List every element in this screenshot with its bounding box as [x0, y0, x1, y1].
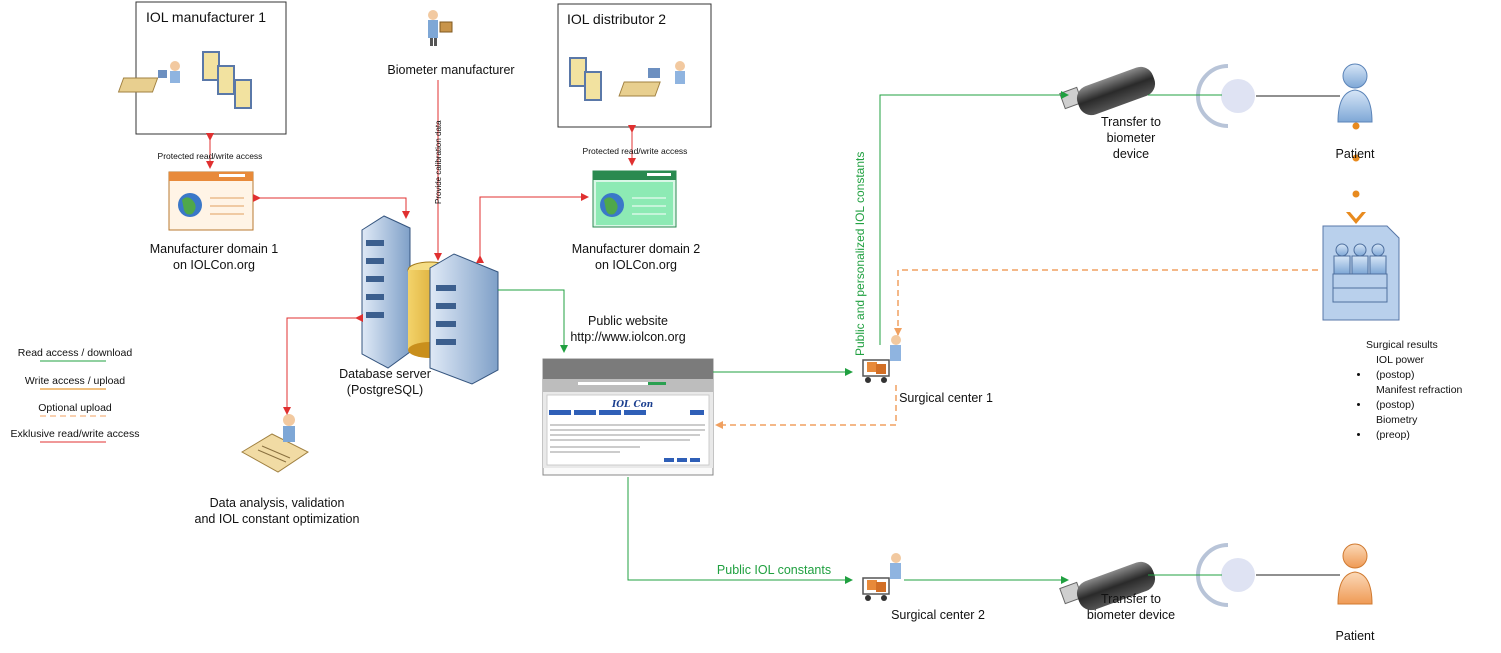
website-brand: IOL Con	[611, 400, 653, 410]
office-worker-icon	[618, 61, 685, 97]
legend-exclusive-label: Exklusive read/write access	[10, 428, 140, 440]
data-analysis-label: Data analysis, validation and IOL consta…	[194, 496, 360, 526]
biometer-manufacturer-icon	[428, 10, 453, 46]
iol-manufacturer-1-title: IOL manufacturer 1	[146, 9, 267, 25]
surgical-results-list: Surgical results IOL power(postop) Manif…	[1356, 338, 1496, 443]
manufacturer-domain-2-webpage-icon	[592, 170, 677, 228]
office-worker-icon	[117, 61, 180, 93]
public-website-screenshot: IOL Con	[542, 358, 714, 476]
data-analyst-icon	[241, 414, 309, 473]
patient-1-label: Patient	[1335, 147, 1375, 161]
patient-2-icon	[1337, 543, 1373, 605]
iol-package-stack-icon	[202, 51, 252, 109]
biometer-device-icon	[1196, 64, 1255, 128]
surgical-results-title: Surgical results	[1366, 339, 1438, 351]
edge-website-surgical2	[627, 477, 853, 584]
usb-stick-icon	[1059, 66, 1156, 116]
edge-database-domain2	[476, 193, 589, 263]
surgical-center-2-label: Surgical center 2	[891, 608, 985, 622]
edge-database-analysis	[283, 314, 363, 415]
edge-database-website	[498, 289, 568, 353]
protected-access-label-2: Protected read/write access	[582, 146, 688, 156]
public-personalized-label: Public and personalized IOL constants	[853, 152, 867, 356]
patient-to-results-dots	[1346, 122, 1366, 224]
calibration-label: Provide calibration data	[434, 120, 443, 204]
result-item: Biometry(preop)	[1370, 413, 1496, 443]
biometer-manufacturer-label: Biometer manufacturer	[387, 63, 515, 77]
transfer-2-label: Transfer to biometer device	[1086, 592, 1176, 622]
legend-write-label: Write access / upload	[24, 375, 126, 387]
iol-distributor-2-title: IOL distributor 2	[567, 11, 667, 27]
edge-results-surgical1	[894, 269, 1318, 336]
legend-read-label: Read access / download	[17, 347, 133, 359]
patient-2-label: Patient	[1335, 629, 1375, 643]
manufacturer-domain-1-webpage-icon	[168, 171, 254, 231]
surgical-center-2-icon	[862, 553, 901, 601]
manufacturer-domain-1-label: Manufacturer domain 1 on IOLCon.org	[149, 242, 279, 272]
iol-package-stack-icon	[569, 57, 602, 101]
result-item: IOL power(postop)	[1370, 353, 1496, 383]
database-server-label: Database server (PostgreSQL)	[339, 367, 431, 397]
public-website-label: Public website http://www.iolcon.org	[570, 314, 686, 344]
surgical-center-1-label: Surgical center 1	[899, 391, 993, 405]
database-server-icon	[361, 215, 499, 385]
edge-domain1-database	[253, 194, 410, 219]
edge-surgical1-website	[715, 385, 897, 429]
surgical-center-1-icon	[862, 335, 901, 383]
protected-access-label-1: Protected read/write access	[157, 151, 263, 161]
manufacturer-domain-2-label: Manufacturer domain 2 on IOLCon.org	[571, 242, 701, 272]
public-iol-constants-label: Public IOL constants	[716, 563, 832, 577]
edge-surgical1-usb1	[879, 91, 1069, 345]
usb-stick-icon	[1059, 561, 1156, 611]
transfer-1-label: Transfer to biometer device	[1101, 115, 1161, 161]
surgical-results-document-icon	[1322, 225, 1400, 321]
patient-1-icon	[1337, 63, 1373, 123]
legend-optional-label: Optional upload	[38, 402, 112, 414]
result-item: Manifest refraction(postop)	[1370, 383, 1496, 413]
